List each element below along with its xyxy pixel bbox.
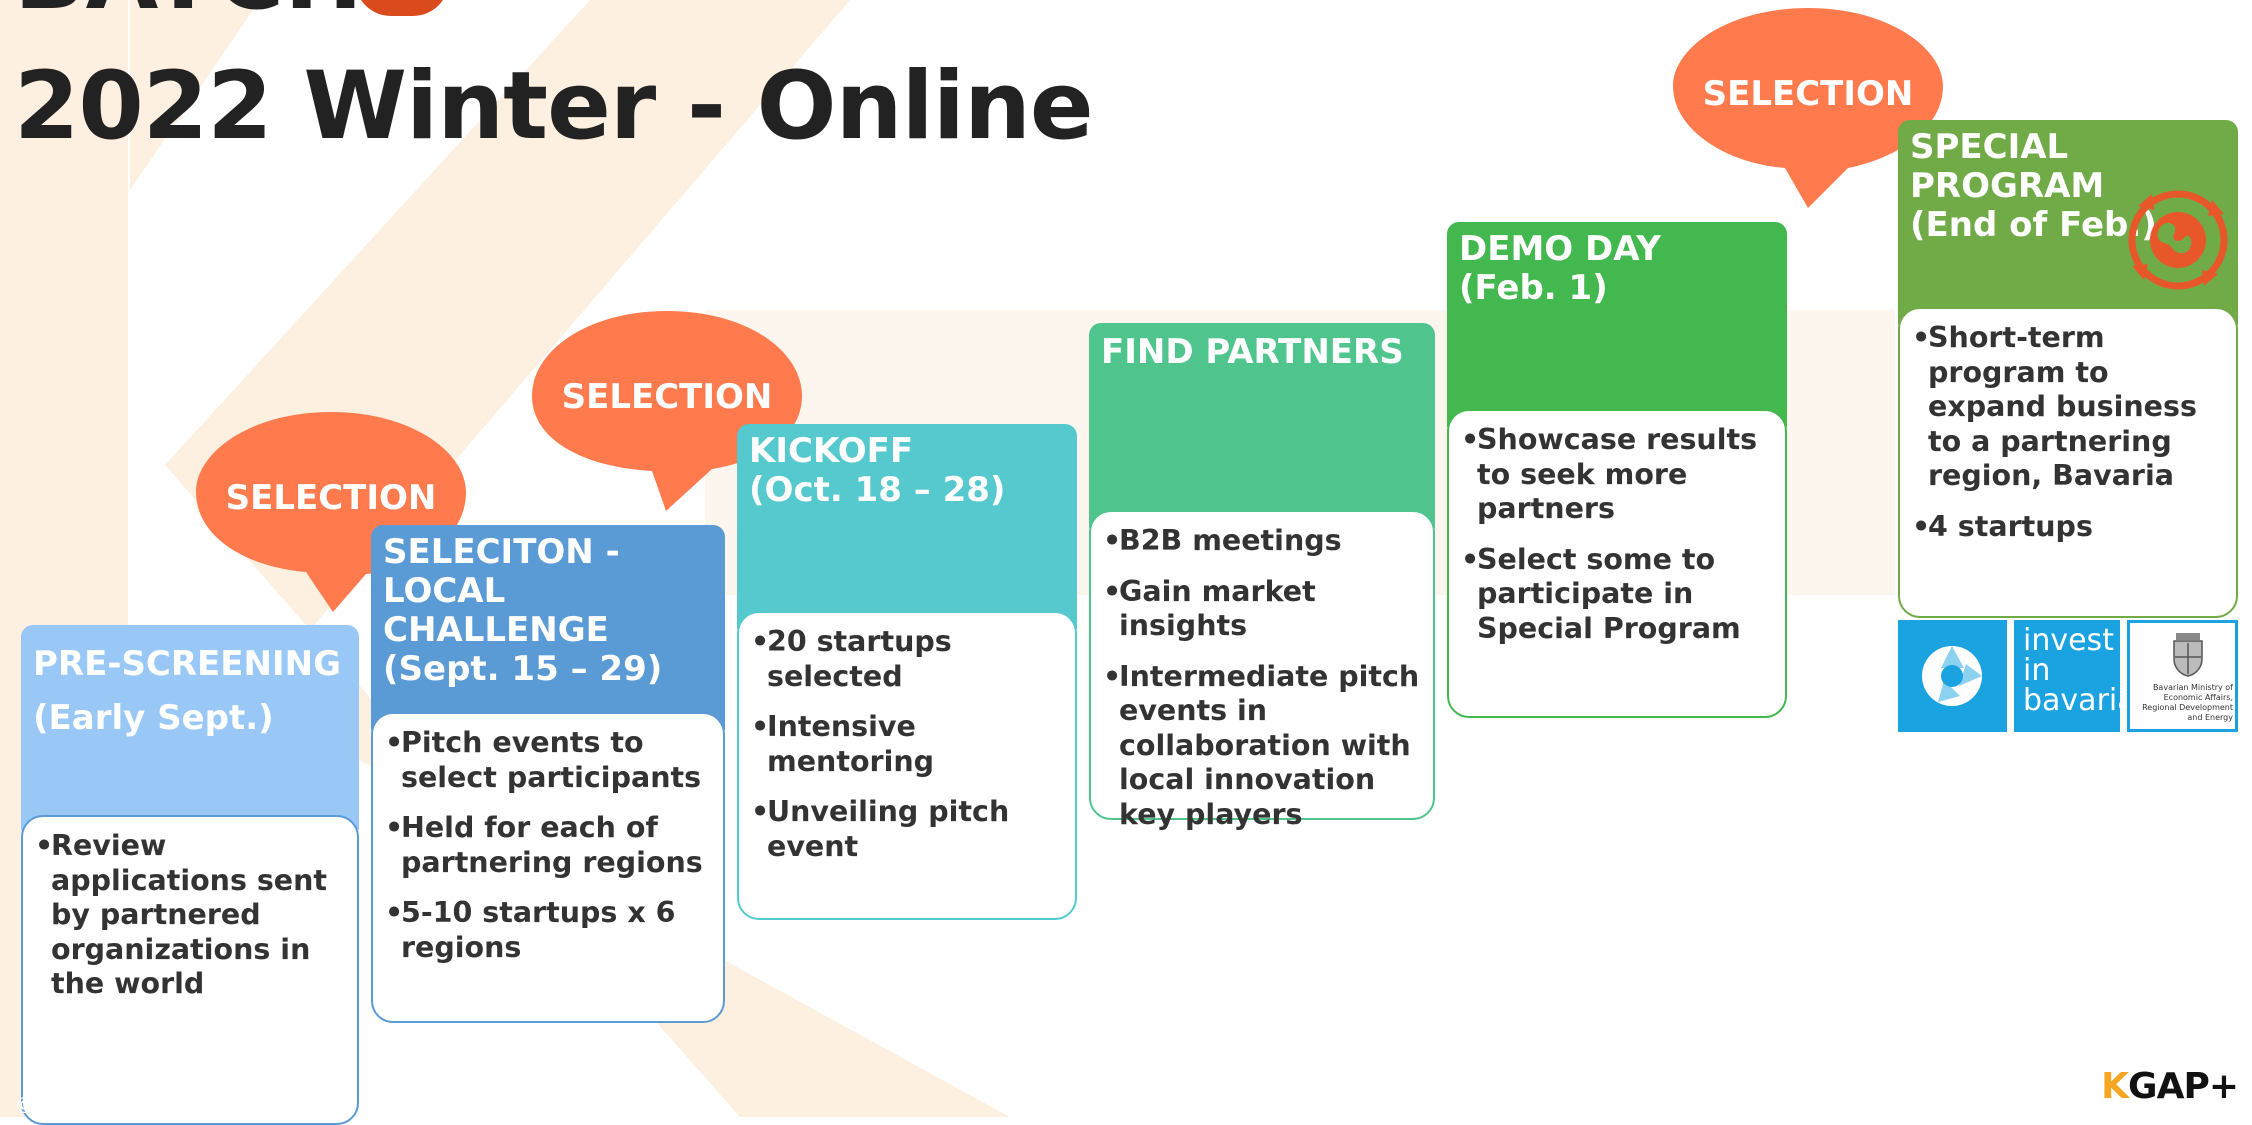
stage-title-line: LOCAL CHALLENGE: [383, 571, 609, 650]
bavarian-ministry-logo: Bavarian Ministry of Economic Affairs, R…: [2127, 620, 2238, 732]
page-title: 2022 Winter - Online: [14, 52, 1094, 161]
selection-bubble-2: SELECTION: [532, 311, 802, 511]
stage-demo-day: DEMO DAY (Feb. 1) Showcase results to se…: [1447, 222, 1787, 718]
stage-header: DEMO DAY (Feb. 1): [1447, 222, 1787, 427]
stage-bullet: Unveiling pitch event: [751, 795, 1065, 864]
stage-bullet: 4 startups: [1912, 510, 2226, 545]
copyright: © ATR 2022: [14, 1094, 149, 1119]
selection-label: SELECTION: [225, 478, 437, 518]
stage-kickoff: KICKOFF (Oct. 18 – 28) 20 startups selec…: [737, 424, 1077, 920]
stage-special-program: SPECIAL PROGRAM (End of Feb.) Short-term…: [1898, 120, 2238, 618]
stage-header: PRE-SCREENING (Early Sept.): [21, 625, 359, 830]
stage-body: Short-term program to expand business to…: [1898, 307, 2238, 618]
stage-body: Pitch events to select participants Held…: [371, 712, 725, 1023]
selection-bubble-3: SELECTION: [1673, 8, 1943, 208]
stage-bullet: 5-10 startups x 6 regions: [385, 896, 713, 965]
stage-title-line: PRE-SCREENING: [33, 644, 341, 684]
coat-of-arms-icon: [2173, 633, 2203, 677]
stage-body: Review applications sent by partnered or…: [21, 815, 359, 1125]
stage-title-line: FIND PARTNERS: [1101, 332, 1404, 372]
stage-body: Showcase results to seek more partners S…: [1447, 409, 1787, 718]
selection-label: SELECTION: [561, 377, 773, 417]
stage-bullet: Intermediate pitch events in collaborati…: [1103, 660, 1423, 833]
stage-date: (Oct. 18 – 28): [749, 470, 1006, 510]
stage-body: B2B meetings Gain market insights Interm…: [1089, 510, 1435, 831]
stage-bullet: 20 startups selected: [751, 625, 1065, 694]
stage-header: SPECIAL PROGRAM (End of Feb.): [1898, 120, 2238, 325]
stage-find-partners: FIND PARTNERS B2B meetings Gain market i…: [1089, 323, 1435, 831]
stage-bullet: Pitch events to select participants: [385, 726, 713, 795]
stage-bullet: B2B meetings: [1103, 524, 1423, 559]
stage-header: SELECITON - LOCAL CHALLENGE (Sept. 15 – …: [371, 525, 725, 730]
aperture-logo: [1898, 620, 2007, 732]
invest-in-bavaria-logo: invest in bavaria: [2014, 620, 2136, 732]
stage-bullet: Short-term program to expand business to…: [1912, 321, 2226, 494]
brand-k: K: [2101, 1066, 2129, 1107]
stage-date: (Early Sept.): [33, 698, 274, 738]
kgap-brand-logo: KGAP+: [2101, 1066, 2239, 1107]
stage-date: (Sept. 15 – 29): [383, 649, 663, 689]
stage-bullet: Review applications sent by partnered or…: [35, 829, 347, 1002]
batch-title: BATCH: [14, 0, 363, 24]
stage-local-challenge: SELECITON - LOCAL CHALLENGE (Sept. 15 – …: [371, 525, 725, 1023]
stage-title-line: DEMO DAY: [1459, 229, 1661, 269]
globe-recycle-icon: [2128, 190, 2228, 290]
stage-title-line: PROGRAM: [1910, 166, 2105, 206]
stage-bullet: Showcase results to seek more partners: [1461, 423, 1775, 527]
aperture-icon: [1922, 646, 1982, 706]
batch-number-mark: [355, 0, 449, 16]
partner-logos: invest in bavaria Bavarian Ministry of E…: [1898, 620, 2238, 732]
stage-title-line: SELECITON -: [383, 532, 620, 572]
stage-date: (Feb. 1): [1459, 268, 1608, 308]
stage-title-line: KICKOFF: [749, 431, 914, 471]
stage-bullet: Held for each of partnering regions: [385, 811, 713, 880]
stage-bullet: Intensive mentoring: [751, 710, 1065, 779]
stage-bullet: Select some to participate in Special Pr…: [1461, 543, 1775, 647]
ministry-text: Bavarian Ministry of Economic Affairs, R…: [2142, 683, 2233, 722]
stage-header: KICKOFF (Oct. 18 – 28): [737, 424, 1077, 629]
stage-title-line: SPECIAL: [1910, 127, 2069, 167]
stage-bullet: Gain market insights: [1103, 575, 1423, 644]
stage-pre-screening: PRE-SCREENING (Early Sept.) Review appli…: [21, 625, 359, 1125]
stage-date: (End of Feb.): [1910, 205, 2157, 245]
stage-header: FIND PARTNERS: [1089, 323, 1435, 528]
brand-rest: GAP+: [2128, 1066, 2239, 1107]
invest-in-bavaria-text: invest in bavaria: [2023, 623, 2136, 718]
stage-body: 20 startups selected Intensive mentoring…: [737, 611, 1077, 920]
selection-label: SELECTION: [1702, 74, 1914, 114]
